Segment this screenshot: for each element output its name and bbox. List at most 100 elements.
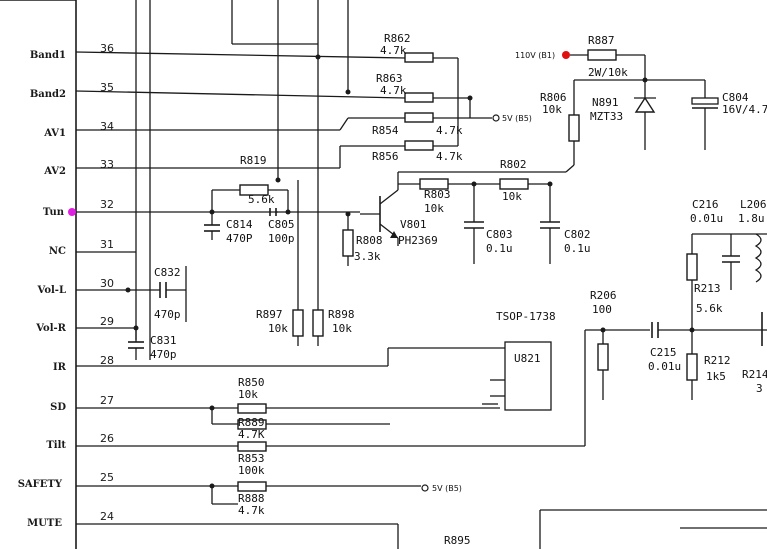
- transistor-v801: V801 PH2369 R808 3.3k: [342, 172, 438, 266]
- resistor-r853: [237, 441, 267, 452]
- r897-value: 10k: [268, 322, 288, 335]
- r863-value: 4.7k: [380, 84, 407, 97]
- c814-ref: C814: [226, 218, 253, 231]
- r854-value: 4.7k: [436, 124, 463, 137]
- resistor-r854: [404, 112, 434, 123]
- inductor-l206: [754, 233, 762, 283]
- c814-value: 470P: [226, 232, 253, 245]
- ic-body: [0, 0, 77, 549]
- net-tun: R819 5.6k C814 470P C805 100p: [76, 154, 360, 245]
- v801-ref: V801: [400, 218, 427, 231]
- c215-value: 0.01u: [648, 360, 681, 373]
- n891-value: MZT33: [590, 110, 623, 123]
- pin-label: AV2: [43, 166, 66, 177]
- r212-value: 1k5: [706, 370, 726, 383]
- pin-number: 27: [100, 394, 114, 407]
- r802-ref: R802: [500, 158, 527, 171]
- resistor-r808: [342, 229, 354, 257]
- r863-ref: R863: [376, 72, 403, 85]
- v801-value: PH2369: [398, 234, 438, 247]
- pin-number: 24: [100, 510, 114, 523]
- pin-label: NC: [49, 246, 66, 257]
- c802-value: 0.1u: [564, 242, 591, 255]
- c216-ref: C216: [692, 198, 719, 211]
- r213-ref: R213: [694, 282, 721, 295]
- c831-ref: C831: [150, 334, 177, 347]
- pin-number: 29: [100, 315, 114, 328]
- r803-value: 10k: [424, 202, 444, 215]
- pin-label: Vol-R: [35, 323, 66, 334]
- c831-value: 470p: [150, 348, 177, 361]
- pin-label: Band2: [30, 89, 66, 100]
- c803-value: 0.1u: [486, 242, 513, 255]
- pin-number: 34: [100, 120, 114, 133]
- net-control: R850 10k R889 4.7K R853 100k 5V (B5) R88…: [76, 376, 767, 549]
- c804-value: 16V/4.7: [722, 103, 767, 116]
- l206-ref: L206: [740, 198, 767, 211]
- n891-ref: N891: [592, 96, 619, 109]
- net-110v: 110V (B1) R887 2W/10k R806 10k N891 MZT3…: [398, 34, 767, 173]
- r898-value: 10k: [332, 322, 352, 335]
- net-band1: R862 4.7k: [75, 32, 459, 72]
- l206-value: 1.8u: [738, 212, 765, 225]
- r819-ref: R819: [240, 154, 267, 167]
- pin-number: 35: [100, 81, 114, 94]
- c803-ref: C803: [486, 228, 513, 241]
- r888-value: 4.7k: [238, 504, 265, 517]
- r887-ref: R887: [588, 34, 615, 47]
- r850-value: 10k: [238, 388, 258, 401]
- resistor-r888: [237, 481, 267, 492]
- net-filter: R803 10k R802 10k C803 0.1u C802 0.1u: [398, 158, 591, 264]
- r212-ref: R212: [704, 354, 731, 367]
- r808-ref: R808: [356, 234, 383, 247]
- r206-value: 100: [592, 303, 612, 316]
- r850-ref: R850: [238, 376, 265, 389]
- net-volume: C832 470p C831 470p R897 10k R898 10k: [76, 180, 355, 361]
- r853-value: 100k: [238, 464, 265, 477]
- resistor-r213: [686, 253, 698, 281]
- r862-ref: R862: [384, 32, 411, 45]
- r808-value: 3.3k: [354, 250, 381, 263]
- resistor-r850: [237, 403, 267, 414]
- pin-label: SAFETY: [18, 479, 63, 490]
- r819-value: 5.6k: [248, 193, 275, 206]
- net-110v-label: 110V (B1): [515, 51, 555, 60]
- vertical-rails: [135, 0, 349, 360]
- zener-n891: [634, 96, 656, 113]
- r213-value: 5.6k: [696, 302, 723, 315]
- c802-ref: C802: [564, 228, 591, 241]
- resistor-r898: [312, 309, 324, 337]
- pin-label: Band1: [30, 50, 66, 61]
- r898-ref: R898: [328, 308, 355, 321]
- resistor-r212: [686, 353, 698, 381]
- pin-label: AV1: [43, 128, 66, 139]
- u821-box: [504, 341, 552, 411]
- r214-value: 3: [756, 382, 763, 395]
- resistor-r887: [587, 49, 617, 61]
- pin-number: 32: [100, 198, 114, 211]
- resistor-r856: [404, 140, 434, 151]
- c832-ref: C832: [154, 266, 181, 279]
- pin-label: SD: [50, 402, 66, 413]
- resistor-r862: [404, 52, 434, 63]
- pin-label: Tun: [43, 207, 65, 218]
- r214-ref: R214: [742, 368, 767, 381]
- hv-marker-dot: [562, 51, 570, 59]
- r862-value: 4.7k: [380, 44, 407, 57]
- tsop-label: TSOP-1738: [496, 310, 556, 323]
- ir-receiver: TSOP-1738 U821: [76, 310, 556, 411]
- r856-ref: R856: [372, 150, 399, 163]
- tun-marker-dot: [68, 208, 76, 216]
- r887-value: 2W/10k: [588, 66, 628, 79]
- pin-number: 33: [100, 158, 114, 171]
- r206-ref: R206: [590, 289, 617, 302]
- capacitor-c804: [691, 97, 719, 105]
- pin-number: 31: [100, 238, 114, 251]
- c832-value: 470p: [154, 308, 181, 321]
- resistor-r206: [597, 343, 609, 371]
- r806-ref: R806: [540, 91, 567, 104]
- pin-number: 26: [100, 432, 114, 445]
- r806-value: 10k: [542, 103, 562, 116]
- pin-number: 30: [100, 277, 114, 290]
- net-5v-bus: 5V (B5) R854 4.7k R856 4.7k: [76, 72, 532, 169]
